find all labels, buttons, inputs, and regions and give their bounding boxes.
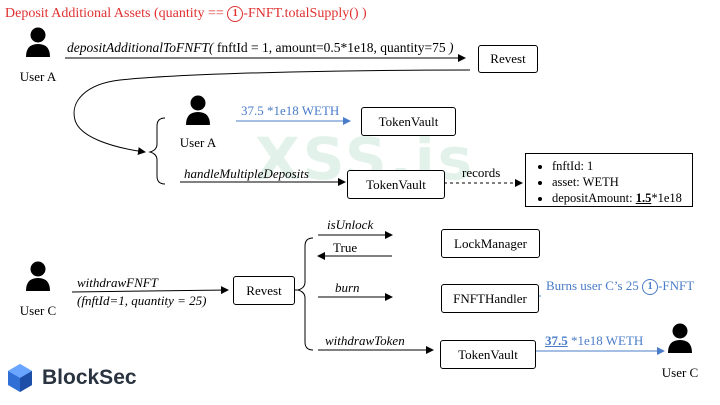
user-icon: [26, 261, 50, 291]
brand-name: BlockSec: [42, 366, 137, 389]
burns-suffix: -FNFT: [658, 278, 695, 293]
record-deposit-label: depositAmount:: [552, 191, 636, 205]
payout-label: 37.5 *1e18 WETH: [545, 333, 643, 349]
payout-bold: 37.5: [545, 333, 568, 348]
token-vault-box-1: TokenVault: [361, 107, 456, 136]
records-label: records: [462, 165, 501, 180]
user-c-label: User C: [19, 303, 57, 318]
user-icon: [26, 27, 50, 57]
token-vault-box-2: TokenVault: [347, 170, 445, 199]
user-icon: [186, 95, 210, 125]
weth-transfer-label: 37.5 *1e18 WETH: [241, 103, 340, 118]
record-fnftid: fnftId: 1: [552, 158, 692, 174]
deposit-args: fnftId = 1, amount=0.5*1e18, quantity=75: [213, 40, 449, 55]
user-icon: [668, 323, 692, 353]
title-suffix: -FNFT.totalSupply() ): [243, 6, 367, 21]
callback-curve: [73, 69, 471, 156]
fnft-handler-box: FNFTHandler: [441, 284, 539, 313]
lock-manager-box: LockManager: [441, 229, 540, 258]
record-deposit-rest: *1e18: [651, 191, 682, 205]
burns-note: Burns user C’s 25 1-FNFT: [546, 278, 694, 295]
circled-one-icon: 1: [642, 279, 659, 295]
is-unlock-label: isUnlock: [327, 217, 374, 232]
burn-label: burn: [335, 280, 360, 295]
handle-multiple-label: handleMultipleDeposits: [184, 166, 309, 181]
withdraw-fn-label: withdrawFNFT: [77, 275, 158, 290]
deposit-fn: depositAdditionalToFNFT(: [67, 40, 214, 55]
title-prefix: Deposit Additional Assets (quantity ==: [5, 6, 228, 21]
user-a-label-inner: User A: [179, 135, 217, 150]
blocksec-logo-icon: [8, 364, 32, 392]
record-deposit-amount: depositAmount: 1.5*1e18: [552, 190, 692, 206]
token-vault-box-3: TokenVault: [440, 340, 536, 369]
circled-one-icon: 1: [227, 6, 244, 22]
true-return-label: True: [333, 240, 358, 255]
bracket-top: [148, 117, 166, 185]
deposit-close: ): [448, 40, 454, 55]
bracket-bottom: [296, 237, 314, 351]
payout-rest: *1e18 WETH: [567, 333, 644, 348]
record-asset: asset: WETH: [552, 174, 692, 190]
deposit-call-label: depositAdditionalToFNFT( fnftId = 1, amo…: [67, 40, 453, 56]
revest-box-mid: Revest: [233, 276, 295, 305]
user-a-label: User A: [19, 69, 57, 84]
arrow-withdraw: [71, 286, 229, 295]
burns-prefix: Burns user C’s 25: [546, 278, 643, 293]
records-box: fnftId: 1 asset: WETH depositAmount: 1.5…: [525, 153, 693, 207]
revest-box-top: Revest: [478, 45, 538, 73]
diagram-title: Deposit Additional Assets (quantity == 1…: [5, 6, 367, 22]
withdraw-args-label: (fnftId=1, quantity = 25): [77, 293, 207, 308]
user-c-label-right: User C: [661, 365, 699, 380]
withdraw-token-label: withdrawToken: [325, 333, 405, 348]
record-deposit-bold: 1.5: [635, 191, 652, 205]
